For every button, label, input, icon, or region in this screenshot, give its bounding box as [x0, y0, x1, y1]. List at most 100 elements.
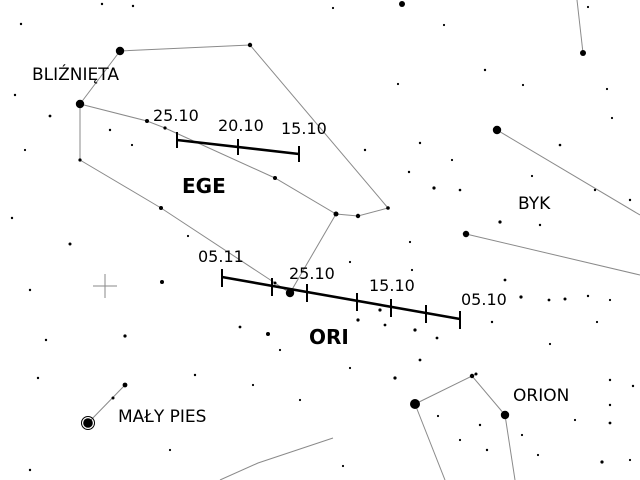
star: [631, 384, 635, 388]
ege-date-label: 25.10: [153, 106, 199, 125]
star: [163, 126, 167, 130]
star: [586, 294, 590, 298]
star: [410, 399, 420, 409]
star: [383, 323, 387, 327]
star: [573, 418, 577, 422]
star: [490, 320, 494, 324]
star: [580, 50, 586, 56]
star: [628, 458, 632, 462]
ege-date-label: 20.10: [218, 116, 264, 135]
star: [44, 338, 48, 342]
star: [492, 125, 502, 135]
star: [348, 260, 352, 264]
star: [278, 348, 282, 352]
star: [266, 332, 270, 336]
star: [563, 297, 567, 301]
ori-date-label: 05.11: [198, 247, 244, 266]
star: [356, 318, 360, 322]
star: [407, 170, 411, 174]
star: [485, 448, 489, 452]
star: [413, 328, 417, 332]
star: [458, 438, 462, 442]
taurus-lines: [496, 129, 640, 216]
monoceros-lines: [219, 437, 334, 480]
ori-date-label: 25.10: [289, 264, 335, 283]
star: [478, 423, 482, 427]
star: [19, 22, 23, 26]
star: [186, 234, 190, 238]
ege-radiant-track: [176, 132, 300, 162]
star: [474, 372, 478, 376]
star: [483, 68, 487, 72]
star: [159, 206, 163, 210]
star: [13, 93, 17, 97]
star: [48, 114, 52, 118]
ori-shower-label: ORI: [309, 325, 349, 349]
star: [298, 398, 302, 402]
star: [75, 99, 85, 109]
star: [238, 325, 242, 329]
star: [123, 334, 127, 338]
star: [418, 358, 422, 362]
star: [462, 230, 470, 238]
star: [600, 460, 604, 464]
star: [536, 453, 540, 457]
star: [628, 198, 632, 202]
star: [331, 6, 335, 10]
star: [608, 298, 612, 302]
star: [348, 366, 352, 370]
star: [608, 378, 612, 382]
star: [520, 433, 524, 437]
taurus-lines-2: [465, 233, 640, 276]
star: [548, 342, 552, 346]
star: [435, 336, 439, 340]
ori-date-label: 05.10: [461, 290, 507, 309]
star: [432, 186, 436, 190]
star: [28, 468, 32, 472]
star: [131, 4, 135, 8]
star: [28, 288, 32, 292]
star: [122, 382, 128, 388]
star: [586, 5, 590, 9]
star: [168, 448, 172, 452]
star: [386, 206, 390, 210]
star: [333, 211, 339, 217]
star: [145, 119, 149, 123]
star: [500, 410, 510, 420]
orion-lines: [414, 375, 516, 480]
star: [498, 220, 502, 224]
star: [595, 320, 599, 324]
star: [111, 396, 115, 400]
star: [396, 82, 400, 86]
star: [100, 2, 104, 6]
stars: [10, 1, 635, 472]
star: [341, 464, 345, 468]
star: [160, 280, 164, 284]
star: [458, 188, 462, 192]
constellation-label-canis-minor: MAŁY PIES: [118, 407, 206, 427]
star: [273, 281, 277, 285]
star: [247, 42, 253, 48]
star: [558, 143, 562, 147]
star: [547, 298, 551, 302]
star: [605, 87, 609, 91]
star: [10, 216, 14, 220]
star: [108, 128, 112, 132]
star: [251, 383, 255, 387]
star: [378, 308, 382, 312]
star: [193, 373, 197, 377]
ege-shower-label: EGE: [182, 174, 226, 198]
star: [530, 174, 534, 178]
ori-date-label: 15.10: [369, 276, 415, 295]
star: [519, 295, 523, 299]
star: [273, 176, 277, 180]
star: [608, 421, 612, 425]
star: [436, 414, 440, 418]
star: [115, 46, 125, 56]
star: [285, 288, 295, 298]
star: [130, 143, 134, 147]
star: [593, 188, 597, 192]
star: [410, 268, 414, 272]
